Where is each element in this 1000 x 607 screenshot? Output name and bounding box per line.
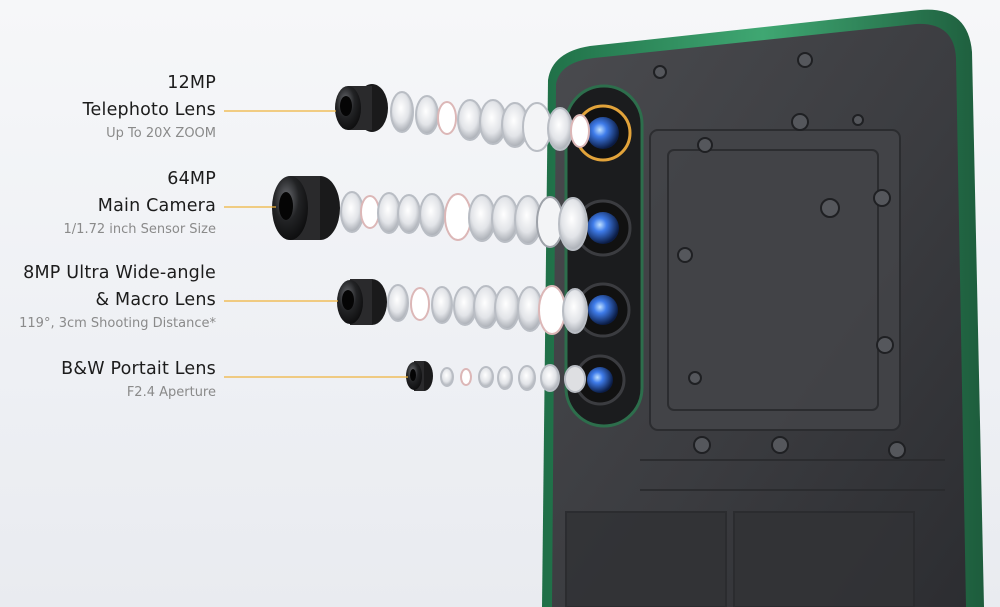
barrel-telephoto	[335, 84, 388, 132]
barrel-wide	[337, 279, 387, 325]
label-main-line1: 64MP	[167, 169, 216, 189]
label-telephoto-line2: Telephoto Lens	[82, 100, 216, 120]
label-bw-portrait: B&W Portait Lens F2.4 Aperture	[61, 356, 216, 403]
phone-screws	[653, 52, 906, 459]
phone-lens-telephoto	[574, 104, 632, 162]
lens-stack-telephoto	[335, 84, 590, 152]
phone-lens-wide	[575, 282, 631, 338]
lens-stack-wide	[337, 279, 588, 335]
label-main-subtitle: 1/1.72 inch Sensor Size	[63, 222, 216, 237]
label-bw-line1: B&W Portait Lens	[61, 359, 216, 379]
label-ultra-wide: 8MP Ultra Wide-angle & Macro Lens 119°, …	[19, 260, 216, 334]
barrel-main	[272, 176, 340, 240]
label-telephoto-subtitle: Up To 20X ZOOM	[106, 126, 216, 141]
label-wide-line1: 8MP Ultra Wide-angle	[23, 263, 216, 283]
lens-stack-main	[272, 176, 588, 251]
lens-stack-bw	[406, 361, 586, 393]
phone-lens-bw	[574, 354, 626, 406]
label-main-line2: Main Camera	[97, 196, 216, 216]
label-wide-subtitle: 119°, 3cm Shooting Distance*	[19, 316, 216, 331]
label-wide-line2: & Macro Lens	[95, 290, 216, 310]
barrel-bw	[406, 361, 433, 391]
label-bw-subtitle: F2.4 Aperture	[126, 385, 216, 400]
label-telephoto-line1: 12MP	[167, 73, 216, 93]
leader-lines	[224, 110, 408, 378]
label-main-camera: 64MP Main Camera 1/1.72 inch Sensor Size	[64, 166, 216, 240]
label-telephoto: 12MP Telephoto Lens Up To 20X ZOOM	[83, 70, 216, 144]
